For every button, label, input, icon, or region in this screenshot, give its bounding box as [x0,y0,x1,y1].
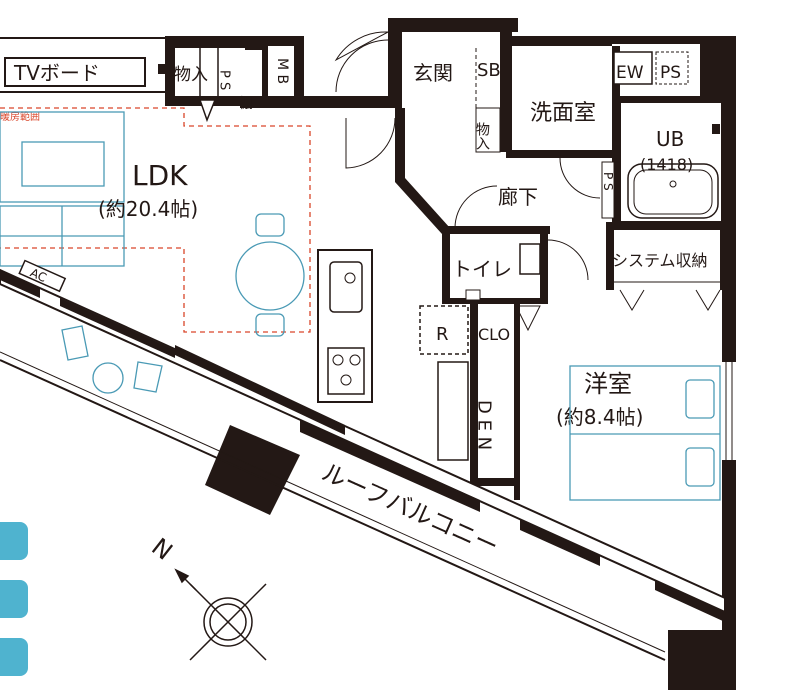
north-label: N [146,533,177,566]
kitchen-counter [317,249,373,403]
north-arrow-icon [174,568,267,661]
bedroom-label: 洋室 [584,370,632,398]
ew-label: EW [616,63,644,83]
balcony-outer-edge-2 [0,351,666,653]
den-label: D E N [474,400,495,450]
tv-wall-bracket [158,64,166,74]
entrance-door-swing [334,31,389,62]
entrance-diagonal-wall [395,108,450,234]
ub-label: UB [656,127,684,151]
kitchen-stove [327,347,365,395]
ldk-size-label: (約20.4帖) [98,197,198,221]
side-tab-3[interactable] [0,638,28,676]
ps-3-label: P S [601,172,615,191]
kitchen-sink [329,261,363,313]
mb-label: M B [274,58,290,84]
system-storage-label: システム収納 [612,251,708,270]
bathtub [627,163,719,219]
ps-1-label: P S [217,70,232,90]
ew-box [613,51,653,85]
ac-range-label: 暖房範囲 [0,110,40,123]
tv-board-label: TVボード [13,61,100,85]
washroom-label: 洗面室 [530,101,596,126]
slanted-exterior-wall [0,268,726,622]
side-tab-2[interactable] [0,580,28,618]
ldk-label: LDK [132,159,188,192]
balcony-outer-edge [0,359,666,661]
refrigerator-space [419,305,469,355]
shelf-label: 棚 [239,96,253,112]
bedroom-beds [569,365,721,501]
unit-bath-room [619,101,723,223]
shoe-box-label: SB [477,60,501,81]
refrigerator-label: R [436,324,449,345]
ac-range-outline [0,107,311,333]
entrance-label: 玄関 [413,61,453,85]
walls [165,18,736,690]
ac-label: AC [28,266,49,285]
corridor-label: 廊下 [498,185,538,209]
side-tab-1[interactable] [0,522,28,560]
toilet-label: トイレ [452,257,512,281]
bedroom-size-label: (約8.4帖) [556,405,643,429]
storage-1-label: 物入 [174,65,208,85]
tv-board [4,57,146,87]
ps-2-label: PS [660,63,681,83]
closet-label: CLO [478,325,510,344]
ac-unit [18,259,67,293]
storage-2-label: 物入 [474,122,490,150]
kitchen-back-counter [437,361,469,461]
ldk-furniture [0,111,305,394]
